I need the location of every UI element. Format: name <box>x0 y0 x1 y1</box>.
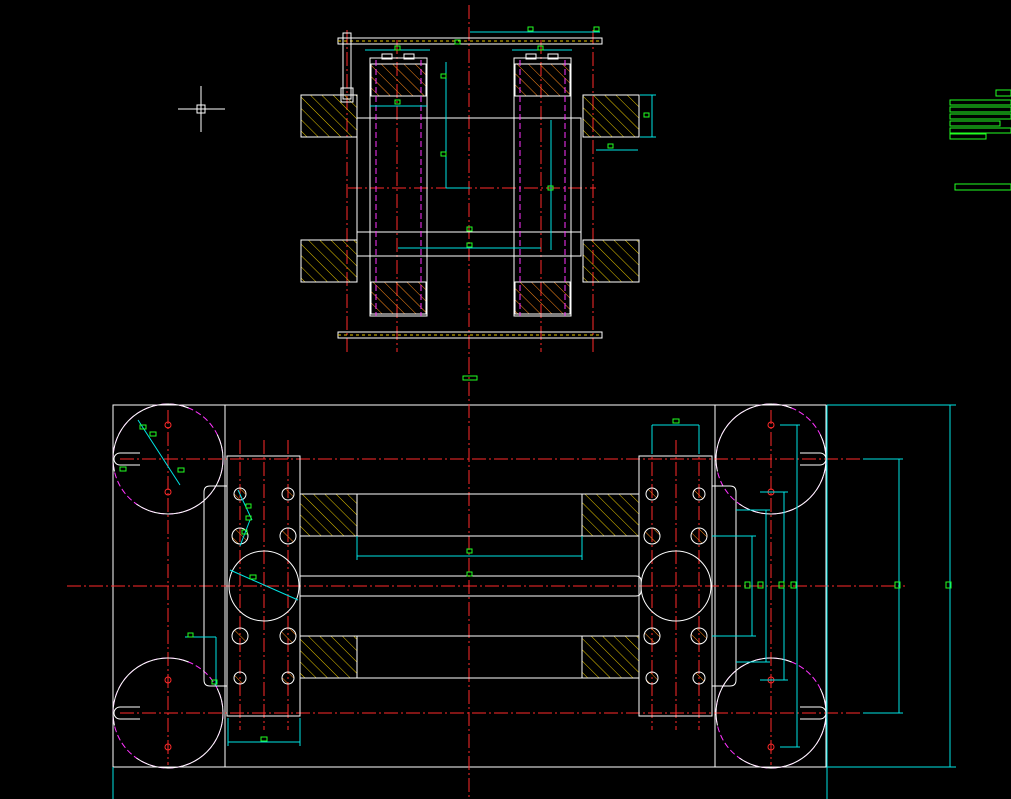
right-lower-block <box>582 239 640 283</box>
top-elevation-view <box>300 5 656 381</box>
left-lower-block <box>300 239 358 283</box>
left-end-plate <box>226 455 301 717</box>
left-upper-block <box>300 94 358 138</box>
plan-view <box>67 360 956 799</box>
right-end-plate <box>638 455 713 717</box>
crosshair-cursor-icon <box>178 86 225 132</box>
right-upper-block <box>582 94 640 138</box>
annotation-text-block <box>949 89 1011 191</box>
left-bore <box>228 550 300 622</box>
